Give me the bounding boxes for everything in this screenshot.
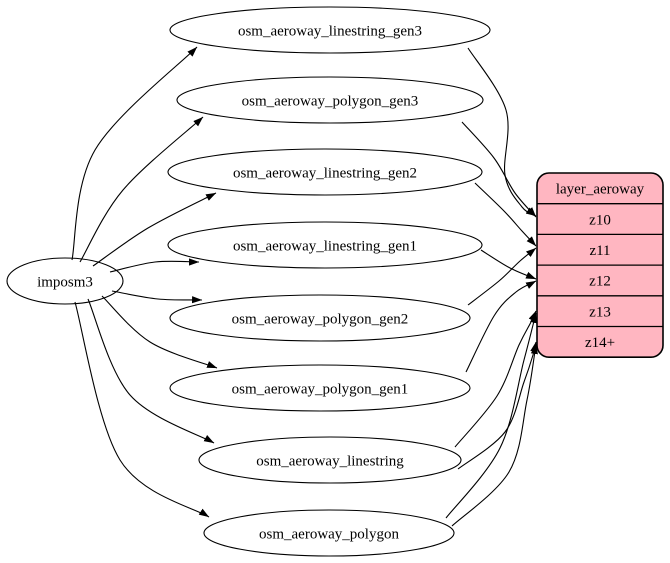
layer-row-z10: z10 [589,212,611,228]
node-osm-aeroway-linestring [198,436,462,484]
node-osm-aeroway-polygon-gen2 [169,294,471,342]
node-label-osm-aeroway-polygon-gen2: osm_aeroway_polygon_gen2 [232,311,409,327]
edge-osm-aeroway-linestring-gen1-to-z12 [480,249,537,280]
layer-row-z12: z12 [589,274,611,290]
edge-imposm3-to-osm-aeroway-polygon [74,301,210,518]
node-osm-aeroway-polygon-gen3 [176,76,484,124]
node-osm-aeroway-linestring-gen2 [167,148,483,196]
node-imposm3 [6,257,124,305]
node-label-osm-aeroway-linestring-gen2: osm_aeroway_linestring_gen2 [233,165,417,181]
edge-imposm3-to-osm-aeroway-linestring-gen3 [71,46,198,261]
node-label-osm-aeroway-polygon: osm_aeroway_polygon [259,526,399,542]
edge-osm-aeroway-polygon-to-z13 [445,312,537,519]
edge-imposm3-to-osm-aeroway-polygon-gen1 [101,295,218,369]
node-osm-aeroway-linestring-gen3 [169,6,491,54]
edge-imposm3-to-osm-aeroway-linestring-gen1 [109,258,200,273]
edge-osm-aeroway-polygon-gen2-to-z11 [467,247,537,306]
edge-imposm3-to-osm-aeroway-polygon-gen2 [111,290,203,304]
edge-osm-aeroway-polygon-gen3-to-z10 [461,121,537,218]
node-label-osm-aeroway-linestring: osm_aeroway_linestring [256,453,404,469]
edge-osm-aeroway-linestring-to-z13 [454,310,537,448]
layer-row-z13: z13 [589,304,611,320]
node-osm-aeroway-polygon [203,509,455,557]
edge-osm-aeroway-polygon-to-z14 [451,343,538,527]
node-label-imposm3: imposm3 [37,274,93,290]
layer-table-title: layer_aeroway [556,182,645,198]
layer-row-z11: z11 [589,243,610,259]
edge-imposm3-to-osm-aeroway-linestring [87,298,215,444]
edge-osm-aeroway-linestring-gen2-to-z11 [474,182,537,247]
edge-imposm3-to-osm-aeroway-polygon-gen3 [79,116,204,263]
layer-row-z14: z14+ [585,335,615,351]
edge-imposm3-to-osm-aeroway-linestring-gen2 [92,192,217,267]
node-osm-aeroway-linestring-gen1 [167,221,483,269]
node-label-osm-aeroway-polygon-gen1: osm_aeroway_polygon_gen1 [232,381,409,397]
node-label-osm-aeroway-linestring-gen1: osm_aeroway_linestring_gen1 [233,238,417,254]
edge-osm-aeroway-linestring-to-z14 [457,341,538,470]
node-label-osm-aeroway-polygon-gen3: osm_aeroway_polygon_gen3 [242,93,419,109]
layer-table: layer_aeroway z10 z11 z12 z13 z14+ [536,172,664,358]
edge-osm-aeroway-polygon-gen1-to-z12 [465,280,537,373]
edge-osm-aeroway-linestring-gen3-to-z10 [467,47,537,217]
node-label-osm-aeroway-linestring-gen3: osm_aeroway_linestring_gen3 [238,23,422,39]
node-osm-aeroway-polygon-gen1 [169,364,471,412]
